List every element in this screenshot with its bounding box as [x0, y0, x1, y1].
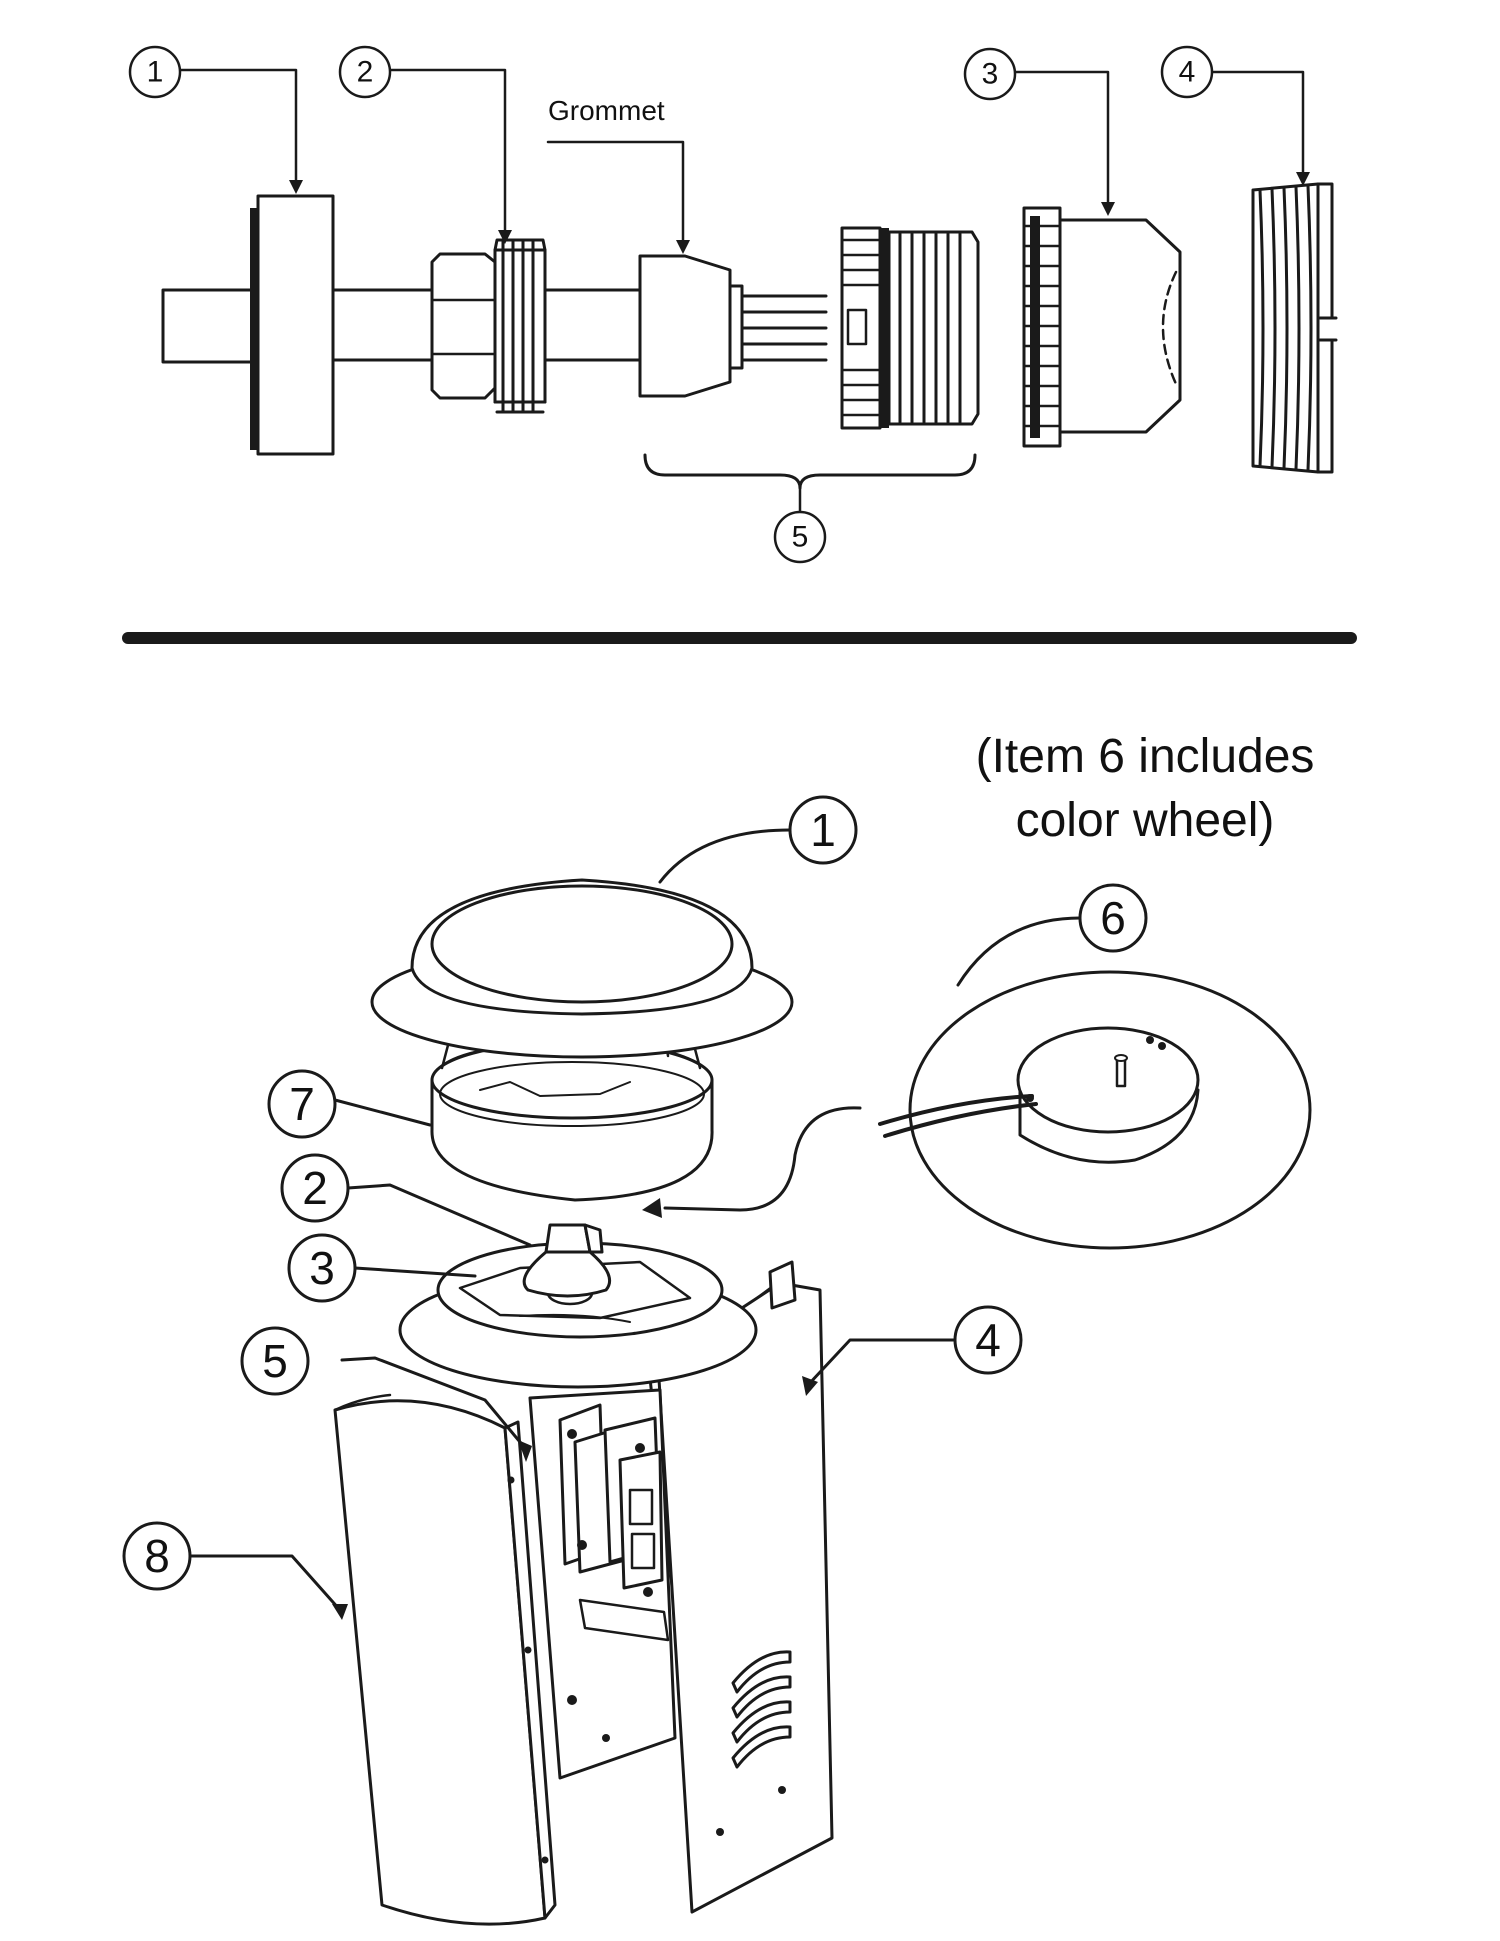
grommet-neck [728, 284, 744, 370]
bottom-callout-4-label: 4 [975, 1314, 1001, 1366]
motor-top [1016, 1026, 1200, 1134]
bottom-callout-7-label: 7 [289, 1078, 315, 1130]
top-part-2-connector [430, 238, 547, 414]
connector-hex-body [430, 252, 497, 400]
bottom-callout-7: 7 [267, 1069, 337, 1139]
bottom-assembly: (Item 6 includes color wheel) [122, 730, 1315, 1926]
top-callout-3-label: 3 [982, 58, 999, 91]
note-line-1: (Item 6 includes [976, 730, 1315, 783]
top-part-5-gland [638, 226, 980, 490]
top-callout-3: 3 [963, 47, 1017, 101]
flange-gasket [250, 208, 259, 450]
bottom-callout-5-label: 5 [262, 1335, 288, 1387]
note-line-2: color wheel) [1016, 794, 1275, 847]
shield-screws [507, 1476, 549, 1864]
bottom-callout-5: 5 [240, 1326, 310, 1396]
gland-gasket [880, 228, 889, 428]
bottom-arrowheads [332, 1376, 818, 1620]
gland-threads [898, 232, 962, 424]
cap-gasket [1030, 216, 1040, 438]
bottom-callout-6-label: 6 [1100, 892, 1126, 944]
receptacle-screws [567, 1429, 653, 1597]
gland-tab [846, 308, 868, 346]
motor-shaft [1115, 1056, 1127, 1088]
top-part-4-ring [1251, 182, 1338, 474]
bottom-part-1-cap [370, 878, 794, 1059]
top-callout-2: 2 [338, 45, 392, 99]
connector-thread-edges [493, 238, 547, 414]
pipe-stub-left [161, 288, 260, 364]
housing-louvers-right [731, 1650, 792, 1769]
top-assembly: 1 2 3 4 5 Grommet [128, 45, 1338, 564]
bottom-callout-6: 6 [1078, 883, 1148, 953]
detail-pointer [663, 1106, 862, 1212]
bottom-callout-3: 3 [287, 1233, 357, 1303]
detail-pointer-arrow [642, 1198, 662, 1218]
shield-side-flange [503, 1420, 557, 1920]
bottom-callout-4: 4 [953, 1305, 1023, 1375]
chassis-screws [567, 1695, 786, 1836]
shield-top-edge [333, 1393, 392, 1412]
cap-body [1058, 218, 1182, 434]
lamp-socket-side [583, 1223, 604, 1254]
lens-ring-clips [479, 1081, 631, 1097]
bottom-part-6-detail [642, 970, 1312, 1250]
ring-slot-edges [1318, 316, 1338, 342]
lamp-bulb [522, 1250, 611, 1298]
grommet-body [638, 254, 732, 398]
bottom-part-5-receptacles [558, 1403, 664, 1597]
top-part-3-cap [1022, 206, 1182, 448]
ring-slot [1322, 318, 1338, 340]
section-divider [122, 632, 1357, 644]
split-fingers [740, 294, 828, 362]
bottom-callout-1: 1 [788, 795, 858, 865]
base-plate-wires [519, 1313, 631, 1323]
lens-ring-inner [439, 1061, 705, 1127]
connector-hex-facets [430, 298, 497, 356]
bottom-leaders [188, 828, 1082, 1612]
grommet-label: Grommet [548, 95, 665, 126]
chassis-bracket [578, 1598, 670, 1642]
lamp-socket [544, 1223, 592, 1254]
ring-threads [1258, 182, 1320, 474]
housing-right-panel [656, 1281, 834, 1914]
motor-terminals [1026, 1036, 1166, 1102]
bottom-callout-1-label: 1 [810, 804, 836, 856]
bottom-part-7-lens-ring [430, 1010, 714, 1202]
part-5-bracket [643, 453, 977, 490]
top-callout-4-label: 4 [1179, 56, 1196, 89]
bottom-callout-3-label: 3 [309, 1242, 335, 1294]
top-callout-4: 4 [1160, 45, 1214, 99]
pipe-segment-2-grommet [543, 288, 642, 362]
top-leaders [178, 68, 1305, 516]
gland-thread-body [887, 230, 980, 426]
pipe-segment-1-2 [331, 288, 434, 362]
bottom-callout-8: 8 [122, 1521, 192, 1591]
base-plate-tab [768, 1260, 797, 1310]
top-callout-5-label: 5 [792, 521, 809, 554]
ring-body [1251, 182, 1334, 474]
top-part-1-flange [250, 194, 335, 456]
bottom-callout-2-label: 2 [302, 1162, 328, 1214]
bottom-part-8-shield [333, 1393, 557, 1926]
top-callout-2-label: 2 [357, 56, 374, 89]
connector-threads [501, 238, 535, 414]
top-arrowheads [289, 172, 1310, 254]
bottom-callout-2: 2 [280, 1153, 350, 1223]
motor-shaft-tip [1114, 1054, 1128, 1062]
gland-knurl-lines [840, 238, 882, 417]
gfci-face-bottom [630, 1532, 656, 1570]
cap-dome-top [430, 884, 734, 1004]
top-callout-5: 5 [773, 510, 827, 564]
flange-body [256, 194, 335, 456]
top-callout-1: 1 [128, 45, 182, 99]
top-callout-1-label: 1 [147, 56, 164, 89]
base-plate-bracket [458, 1260, 692, 1320]
gfci-face-top [628, 1488, 654, 1526]
bottom-part-2-3-lamp [522, 1223, 611, 1298]
bottom-callout-8-label: 8 [144, 1530, 170, 1582]
motor-wires [878, 1094, 1038, 1138]
